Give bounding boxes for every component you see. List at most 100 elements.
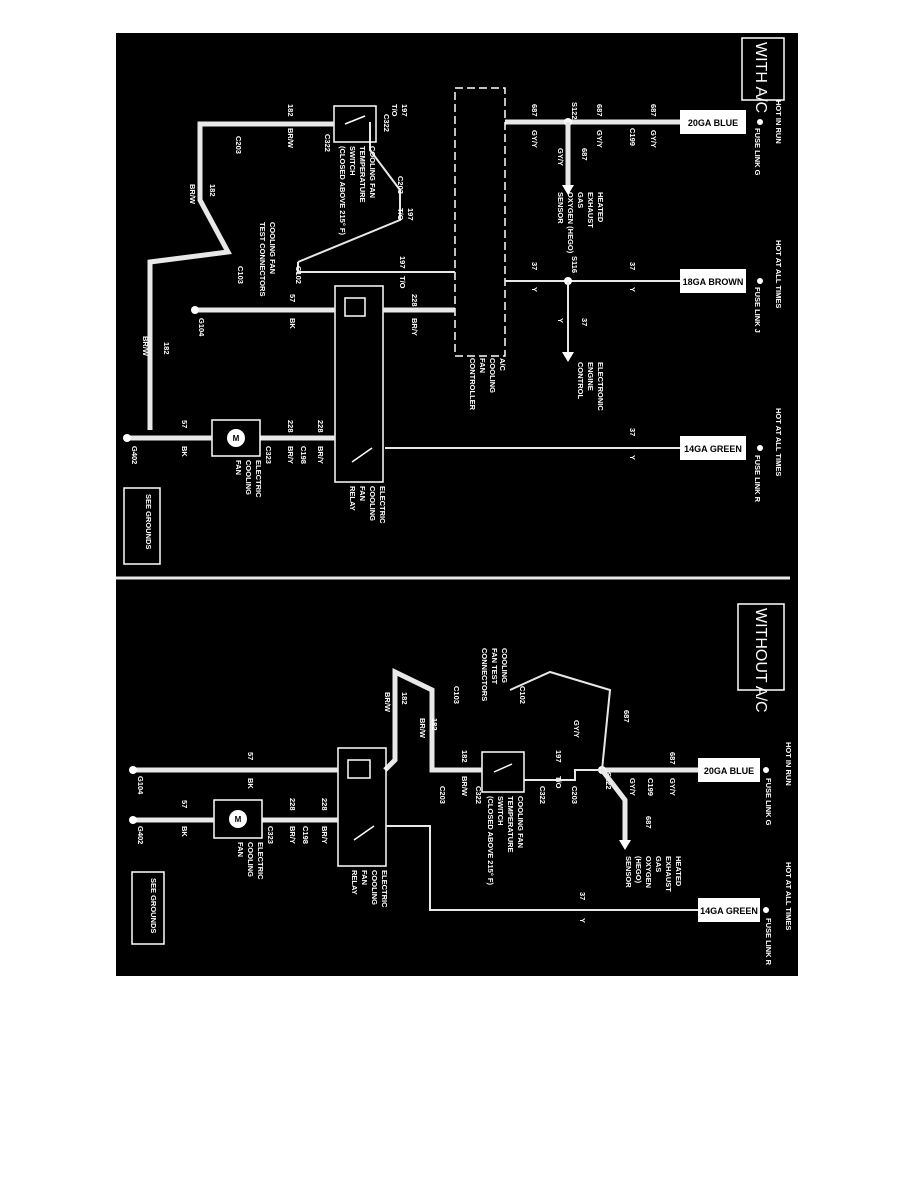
wire-182 bbox=[147, 121, 334, 430]
connector-c322-a: C322 bbox=[382, 114, 391, 132]
wire-228-fan-num-b: 228 bbox=[286, 420, 295, 433]
wire-57-g402-color: BK bbox=[180, 446, 189, 457]
relay-coil bbox=[344, 297, 366, 317]
connector-c203-a: C203 bbox=[396, 176, 405, 194]
fuse-g-terminal bbox=[757, 119, 763, 125]
svg-text:RELAY: RELAY bbox=[348, 486, 357, 511]
wo-ground-g104 bbox=[129, 766, 137, 774]
wire-228-color: BR/Y bbox=[410, 318, 419, 336]
wire-687-num-b: 687 bbox=[595, 104, 604, 117]
wire-37-j-num: 37 bbox=[628, 262, 637, 270]
svg-text:FAN: FAN bbox=[360, 870, 369, 885]
connector-c103: C103 bbox=[236, 266, 245, 284]
wire-228-fan-color-a: BR/Y bbox=[316, 446, 325, 464]
fuse-link-j-label: FUSE LINK J bbox=[753, 287, 762, 333]
wo-wire-687-hego-color: GY/Y bbox=[628, 778, 637, 796]
svg-text:ENGINE: ENGINE bbox=[586, 362, 595, 391]
wire-57-g104-color: BK bbox=[288, 318, 297, 329]
wo-wire-37 bbox=[386, 825, 698, 911]
fan-label: ELECTRIC COOLING FAN bbox=[234, 460, 263, 498]
wo-ground-g402 bbox=[129, 816, 137, 824]
with-ac-title-box bbox=[741, 37, 785, 101]
wo-connector-c199: C199 bbox=[646, 778, 655, 796]
wo-connector-c323: C323 bbox=[266, 826, 275, 844]
relay-label: ELECTRIC COOLING FAN RELAY bbox=[348, 486, 387, 524]
fuse-link-j-box bbox=[680, 269, 746, 293]
svg-text:FAN TEST: FAN TEST bbox=[490, 648, 499, 685]
svg-text:EXHAUST: EXHAUST bbox=[586, 192, 595, 228]
svg-text:A/C: A/C bbox=[498, 358, 507, 372]
wo-ground-g402-label: G402 bbox=[136, 826, 145, 844]
svg-text:(CLOSED ABOVE 215° F): (CLOSED ABOVE 215° F) bbox=[486, 796, 495, 885]
wo-fan-motor-m: M bbox=[235, 815, 242, 824]
wo-fuse-g-terminal bbox=[763, 767, 769, 773]
wire-687-color-a: GY/Y bbox=[649, 130, 658, 148]
splice-s122-label: S122 bbox=[570, 102, 579, 120]
svg-text:ELECTRIC: ELECTRIC bbox=[378, 486, 387, 524]
wo-hot-at-all-times-label: HOT AT ALL TIMES bbox=[784, 862, 793, 930]
wo-wire-197-num: 197 bbox=[554, 750, 563, 763]
svg-text:FAN: FAN bbox=[234, 460, 243, 475]
see-grounds-box bbox=[123, 487, 161, 565]
fuse-link-g-rating: 20GA BLUE bbox=[688, 118, 738, 128]
fuse-link-r-box bbox=[680, 436, 746, 460]
wo-wire-182 bbox=[383, 668, 482, 773]
svg-text:(HEGO): (HEGO) bbox=[634, 856, 643, 884]
wire-37-j-num-b: 37 bbox=[530, 262, 539, 270]
svg-text:COOLING: COOLING bbox=[488, 358, 497, 393]
see-grounds-label: SEE GROUNDS bbox=[144, 494, 153, 549]
wo-wire-687-num: 687 bbox=[668, 752, 677, 765]
wo-connector-c203-a: C203 bbox=[570, 786, 579, 804]
wire-687-hego-color: GY/Y bbox=[556, 148, 565, 166]
wo-wire-228-num-b: 228 bbox=[288, 798, 297, 811]
wo-wire-57-g402-color: BK bbox=[180, 826, 189, 837]
svg-text:COOLING FAN: COOLING FAN bbox=[516, 796, 525, 848]
wire-197-num-b: 197 bbox=[400, 104, 409, 117]
wire-197-color-c: T/O bbox=[396, 208, 405, 221]
wire-687-num-a: 687 bbox=[649, 104, 658, 117]
svg-text:OXYGEN (HEGO): OXYGEN (HEGO) bbox=[566, 192, 575, 254]
wo-temp-switch-contact bbox=[493, 763, 513, 773]
wo-fuse-link-g-box bbox=[698, 758, 760, 782]
wire-182-num-c: 182 bbox=[162, 342, 171, 355]
wo-fuse-link-g-rating: 20GA BLUE bbox=[704, 766, 754, 776]
wo-wire-228-num-a: 228 bbox=[320, 798, 329, 811]
eec-arrow bbox=[562, 352, 574, 362]
wo-wire-687-c102 bbox=[509, 670, 612, 771]
svg-text:TEST CONNECTORS: TEST CONNECTORS bbox=[258, 222, 267, 296]
wire-182-num-a: 182 bbox=[286, 104, 295, 117]
connector-c322-b: C322 bbox=[323, 134, 332, 152]
wire-197-color-a: T/O bbox=[398, 276, 407, 289]
wo-wire-57-g402-num: 57 bbox=[180, 800, 189, 808]
wo-connector-c102: C102 bbox=[518, 686, 527, 704]
wo-wire-687-color-b: GY/Y bbox=[572, 720, 581, 738]
wo-relay-contact bbox=[353, 825, 375, 841]
diagram-background bbox=[116, 33, 798, 976]
fan-motor-icon bbox=[227, 429, 245, 447]
eec-label: ELECTRONIC ENGINE CONTROL bbox=[576, 362, 605, 411]
wire-37-eec-color: Y bbox=[556, 318, 565, 323]
wire-37-j-color: Y bbox=[628, 287, 637, 292]
wire-197-controller bbox=[297, 262, 455, 273]
fuse-link-r-rating: 14GA GREEN bbox=[684, 444, 742, 454]
splice-s116-label: S116 bbox=[570, 256, 579, 273]
wo-temp-switch-label: COOLING FAN TEMPERATURE SWITCH (CLOSED A… bbox=[486, 796, 525, 885]
wire-37-j-color-b: Y bbox=[530, 287, 539, 292]
wire-228-fan-color-b: BR/Y bbox=[286, 446, 295, 464]
svg-text:FAN: FAN bbox=[236, 842, 245, 857]
fuse-link-g-box bbox=[680, 110, 746, 134]
svg-text:RELAY: RELAY bbox=[350, 870, 359, 895]
wo-fuse-r-terminal bbox=[763, 907, 769, 913]
wo-relay-box bbox=[337, 747, 387, 867]
svg-text:FAN: FAN bbox=[358, 486, 367, 501]
with-ac-section: WITH A/C HOT IN RUN HOT AT ALL TIMES HOT… bbox=[123, 37, 785, 565]
without-ac-section: WITHOUT A/C HOT IN RUN HOT AT ALL TIMES … bbox=[129, 603, 793, 966]
svg-text:ELECTRIC: ELECTRIC bbox=[254, 460, 263, 498]
ground-g402-label: G402 bbox=[130, 446, 139, 464]
wo-wire-182-color-b: BR/W bbox=[418, 718, 427, 739]
wo-wire-182-color-c: BR/W bbox=[383, 692, 392, 713]
wire-37-r-color: Y bbox=[628, 455, 637, 460]
hego-arrow bbox=[562, 185, 574, 195]
svg-text:GAS: GAS bbox=[654, 856, 663, 872]
svg-text:COOLING: COOLING bbox=[370, 870, 379, 905]
